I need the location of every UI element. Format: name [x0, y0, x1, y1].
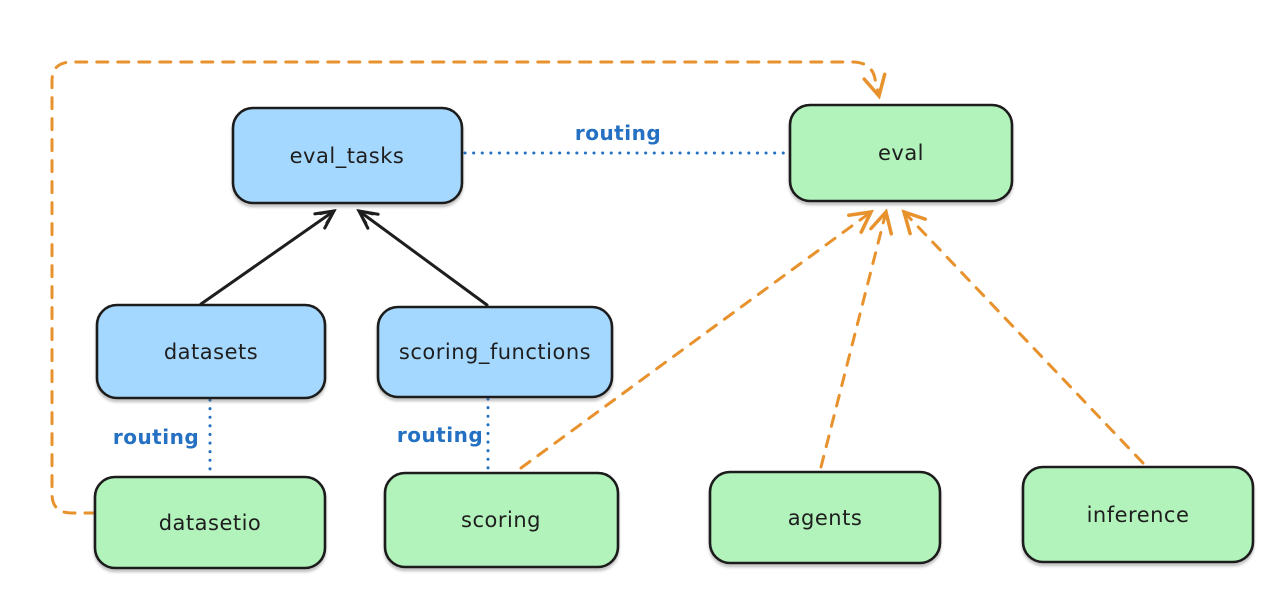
routing-label-datasets: routing: [113, 425, 199, 449]
edge-inference-to-eval: [904, 212, 1145, 465]
node-eval-box: [788, 103, 1014, 203]
routing-label-top: routing: [575, 121, 661, 145]
node-inference-label: inference: [1087, 503, 1190, 527]
node-datasetio-label: datasetio: [159, 511, 262, 535]
routing-label-scoring: routing: [397, 423, 483, 447]
edge-agents-to-eval: [819, 212, 886, 469]
edge-scoring-to-eval: [519, 212, 871, 470]
node-scoring-label: scoring: [461, 508, 541, 532]
node-datasets-label: datasets: [164, 340, 258, 364]
node-agents-label: agents: [788, 506, 863, 530]
node-agents-box: [708, 470, 942, 565]
node-layer: [93, 103, 1255, 570]
edge-scoring-functions-to-eval-tasks: [359, 211, 489, 307]
node-datasets-box: [95, 303, 327, 400]
node-scoring-box: [383, 471, 620, 569]
node-eval-tasks-box: [231, 106, 464, 205]
node-eval-tasks-label: eval_tasks: [290, 144, 405, 169]
edge-datasets-to-eval-tasks: [199, 211, 334, 306]
node-eval-label: eval: [878, 141, 924, 165]
node-datasetio-box: [93, 475, 327, 570]
node-scoring-functions-label: scoring_functions: [399, 340, 591, 365]
node-scoring-functions-box: [376, 305, 614, 399]
node-inference-box: [1021, 465, 1255, 564]
edge-datasetio-to-eval: [50, 60, 879, 515]
